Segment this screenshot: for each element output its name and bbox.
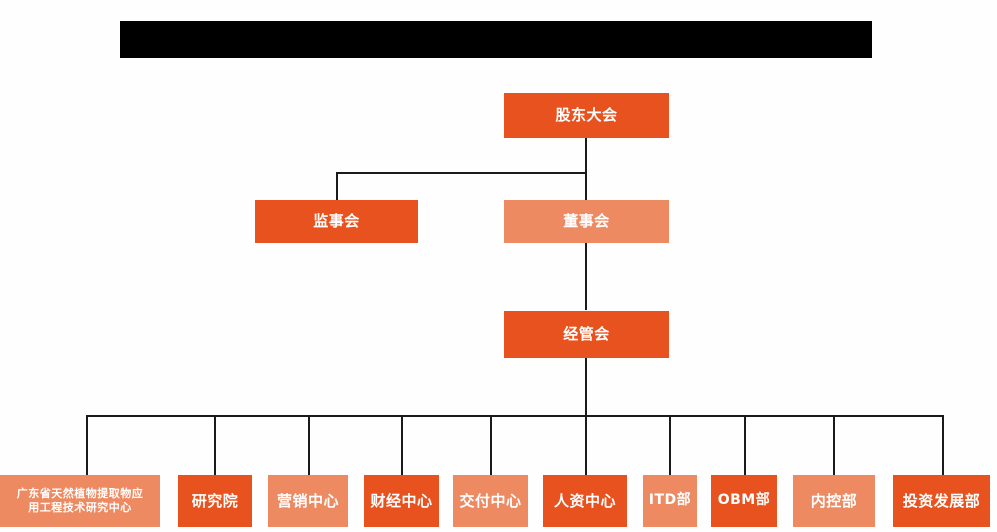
connector-drop-hr-center <box>585 415 587 475</box>
connector-drop-finance-center <box>401 415 403 475</box>
node-research-institute[interactable]: 研究院 <box>178 475 252 527</box>
connector-drop-delivery-center <box>490 415 492 475</box>
connector-departments-bus <box>86 415 944 417</box>
node-management-committee[interactable]: 经管会 <box>504 311 669 358</box>
node-label: 监事会 <box>313 212 360 231</box>
connector-drop-itd-department <box>669 415 671 475</box>
node-board-of-supervisors[interactable]: 监事会 <box>255 200 418 243</box>
node-label: 交付中心 <box>459 491 522 510</box>
connector-drop-marketing-center <box>308 415 310 475</box>
node-label: 广东省天然植物提取物应 用工程技术研究中心 <box>16 487 144 514</box>
connector-drop-internal-control-department <box>833 415 835 475</box>
node-shareholders-meeting[interactable]: 股东大会 <box>504 93 669 138</box>
connector-directors-drop <box>585 172 587 200</box>
connector-drop-obm-department <box>744 415 746 475</box>
node-marketing-center[interactable]: 营销中心 <box>268 475 348 527</box>
node-label: ITD部 <box>648 492 692 509</box>
node-label: 董事会 <box>563 212 610 231</box>
node-obm-department[interactable]: OBM部 <box>711 475 777 527</box>
node-label: 人资中心 <box>553 491 616 510</box>
node-research-center[interactable]: 广东省天然植物提取物应 用工程技术研究中心 <box>0 475 160 527</box>
node-label: 投资发展部 <box>902 491 981 510</box>
node-label: 研究院 <box>191 491 239 510</box>
node-label: 财经中心 <box>370 491 433 510</box>
node-board-of-directors[interactable]: 董事会 <box>504 200 669 243</box>
node-finance-center[interactable]: 财经中心 <box>364 475 439 527</box>
node-delivery-center[interactable]: 交付中心 <box>453 475 528 527</box>
connector-supervisors-drop <box>336 172 338 200</box>
connector-management-stem <box>585 358 587 416</box>
connector-shareholders-stem <box>585 138 587 173</box>
node-label: 内控部 <box>810 491 858 510</box>
connector-level2-bus <box>336 172 587 174</box>
node-label: 股东大会 <box>555 106 618 125</box>
node-label: OBM部 <box>717 492 771 509</box>
connector-directors-to-management <box>585 243 587 310</box>
connector-drop-investment-development-department <box>942 415 944 475</box>
connector-drop-research-institute <box>214 415 216 475</box>
node-internal-control-department[interactable]: 内控部 <box>793 475 875 527</box>
node-itd-department[interactable]: ITD部 <box>643 475 697 527</box>
node-label: 经管会 <box>563 325 610 344</box>
redacted-title-banner <box>120 21 872 58</box>
node-hr-center[interactable]: 人资中心 <box>543 475 627 527</box>
node-investment-development-department[interactable]: 投资发展部 <box>893 475 990 527</box>
connector-drop-research-center <box>86 415 88 475</box>
node-label: 营销中心 <box>276 491 339 510</box>
